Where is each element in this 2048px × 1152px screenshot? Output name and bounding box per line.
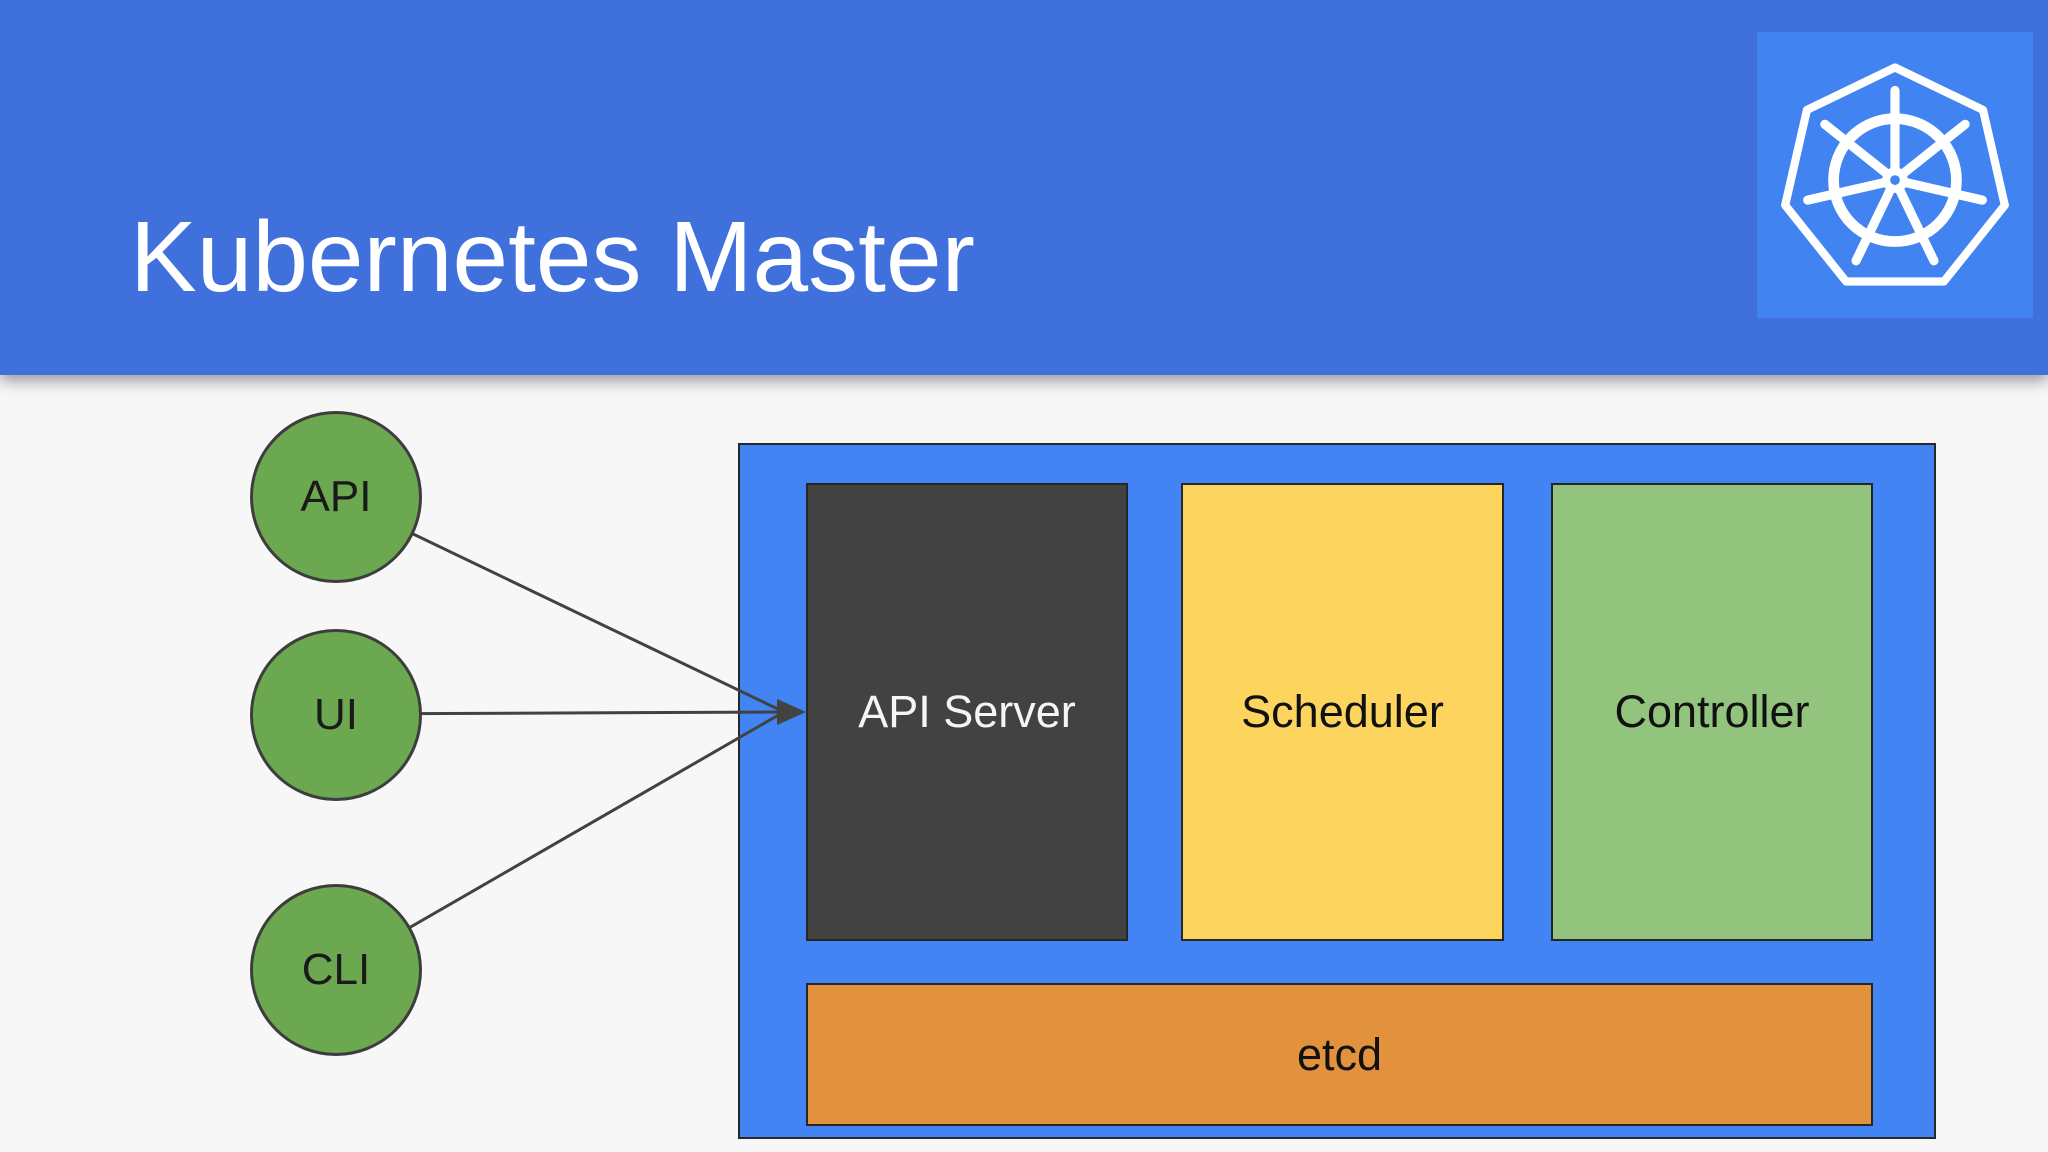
client-node-cli: CLI [250, 884, 422, 1056]
client-node-label: API [300, 472, 372, 521]
client-node-ui: UI [250, 629, 422, 801]
kubernetes-logo [1757, 32, 2033, 318]
component-label: Controller [1614, 686, 1810, 737]
client-node-label: CLI [301, 945, 371, 994]
header-band: Kubernetes Master [0, 0, 2048, 375]
client-node-label: UI [314, 690, 358, 739]
kubernetes-helm-wheel-icon [1781, 63, 2009, 286]
component-label: etcd [1296, 1028, 1383, 1080]
component-controller: Controller [1551, 483, 1873, 941]
component-api-server: API Server [806, 483, 1128, 941]
client-node-api: API [250, 411, 422, 583]
component-label: Scheduler [1241, 686, 1444, 737]
component-scheduler: Scheduler [1181, 483, 1504, 941]
component-label: API Server [858, 686, 1076, 737]
page-title: Kubernetes Master [130, 201, 975, 313]
component-etcd: etcd [806, 983, 1873, 1126]
